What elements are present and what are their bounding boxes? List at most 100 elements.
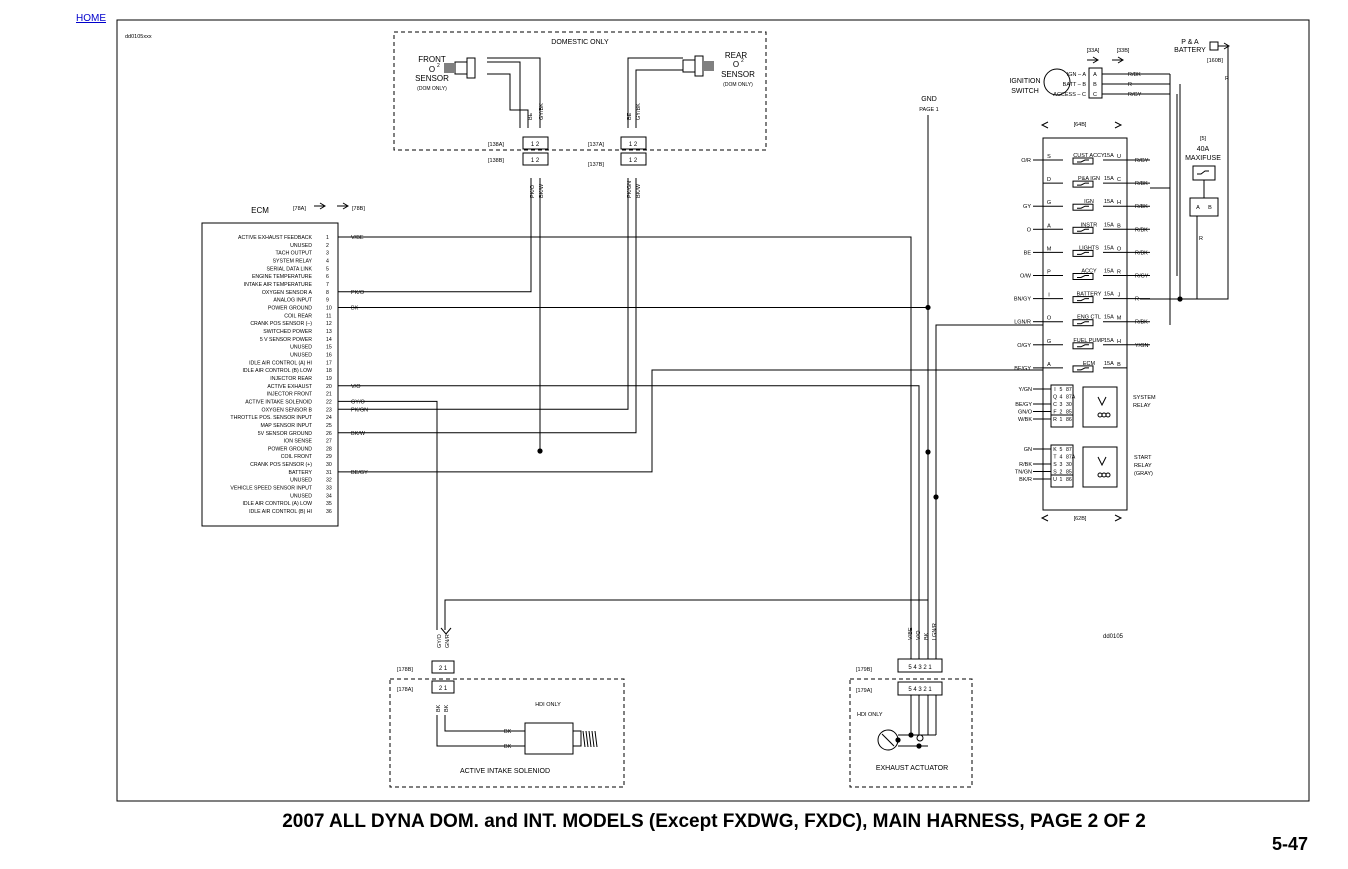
- front-o2-wire-label-4: BK/W: [539, 183, 545, 198]
- system-relay-pin-term: 85: [1066, 410, 1072, 416]
- ignition-row-label: BATT – B: [1063, 82, 1087, 88]
- ecm-pin-number: 1: [326, 235, 329, 241]
- domestic-only-box: [393, 31, 767, 151]
- start-relay-pin-letter: T: [1053, 455, 1057, 461]
- ecm-pin-label: ACTIVE EXHAUST: [267, 384, 313, 390]
- intake-hdi-only: HDI ONLY: [535, 702, 561, 708]
- maxifuse-conn: [5]: [1200, 136, 1207, 142]
- maxifuse-body: [1192, 165, 1216, 181]
- exhaust-wire-label: LGN/R: [932, 623, 938, 640]
- sensor-body: [682, 59, 696, 73]
- ecm-pin-number: 11: [326, 313, 331, 319]
- fuse-left-wire-label: BN/GY: [1014, 297, 1031, 303]
- fuse-right-wire-label: R/BK: [1135, 204, 1148, 210]
- maxifuse-pin-b: B: [1208, 205, 1212, 211]
- ecm-pin-number: 2: [326, 243, 329, 249]
- ecm-pin-label: MAP SENSOR INPUT: [261, 423, 313, 429]
- sensor-probe: [682, 55, 714, 77]
- ecm-pin-label: POWER GROUND: [268, 305, 312, 311]
- system-relay-coil: [1097, 412, 1103, 418]
- ecm-pin-label: BATTERY: [289, 470, 313, 476]
- exhaust-actuator-label: EXHAUST ACTUATOR: [876, 765, 948, 772]
- home-link[interactable]: HOME: [76, 13, 106, 24]
- fuse-right-pin: J: [1118, 293, 1121, 299]
- start-relay-label-3: (GRAY): [1134, 471, 1153, 477]
- ecm-wire-label-p22: GY/O: [351, 399, 365, 405]
- start-relay-wire-label: GN: [1024, 447, 1032, 453]
- ecm-conn-b: [78B]: [352, 206, 365, 212]
- rear-o2-label-1: REAR: [725, 51, 747, 60]
- rear-o2-sup: 2: [741, 58, 744, 64]
- fuse-amp: 15A: [1104, 315, 1114, 321]
- start-relay-coil: [1105, 472, 1111, 478]
- rear-o2-label-2: O: [733, 60, 739, 69]
- ecm-pin-number: 29: [326, 454, 332, 460]
- ecm-pin-label: OXYGEN SENSOR B: [262, 407, 313, 413]
- fuse-amp: 15A: [1104, 176, 1114, 182]
- start-relay-pin-number: 4: [1060, 455, 1063, 461]
- battery-terminal: [1209, 41, 1219, 51]
- ignition-label-2: SWITCH: [1011, 88, 1039, 95]
- ecm-pin-label: CRANK POS SENSOR (–): [250, 321, 312, 327]
- diagram-ref-top: dd0105xxx: [125, 34, 152, 40]
- start-relay-wire-label: TN/GN: [1015, 470, 1032, 476]
- ecm-wire-label-p23: PK/GN: [351, 407, 368, 413]
- ecm-wire-p8: [338, 178, 532, 293]
- ecm-pin-label: OXYGEN SENSOR A: [262, 290, 313, 296]
- ecm-wire-p1: [338, 236, 912, 645]
- ecm-title: ECM: [251, 206, 269, 215]
- fuse-block-box: [1042, 137, 1128, 511]
- ignition-row-label: IGN – A: [1067, 72, 1087, 78]
- system-relay-pin-term: 87A: [1066, 395, 1076, 401]
- ecm-pin-number: 24: [326, 415, 332, 421]
- fuse-left-pin: A: [1047, 223, 1051, 229]
- ecm-pin-label: THROTTLE POS. SENSOR INPUT: [230, 415, 312, 421]
- fuse-element: [1077, 344, 1089, 348]
- fuse-symbol: [1072, 342, 1094, 350]
- system-relay-wire-label: BE/GY: [1015, 402, 1032, 408]
- fuse-right-pin: R: [1117, 270, 1121, 276]
- start-relay-label-2: RELAY: [1134, 463, 1152, 469]
- fuse-right-pin: C: [1117, 177, 1121, 183]
- ecm-wire-label-p20: V/O: [351, 384, 361, 390]
- ecm-pin-label: VEHICLE SPEED SENSOR INPUT: [230, 486, 312, 492]
- splice-dot: [925, 449, 931, 455]
- fuse-right-wire-label: R/BK: [1135, 227, 1148, 233]
- ignition-row-pin: A: [1093, 72, 1097, 78]
- intake-solenoid-neck: [572, 730, 582, 747]
- ecm-wire-p31: [338, 369, 1043, 473]
- fuse-left-wire-label: GY: [1023, 204, 1031, 210]
- ecm-pin-label: ANALOG INPUT: [273, 298, 312, 304]
- front-o2-label-2: O: [429, 65, 435, 74]
- ecm-pin-label: SERIAL DATA LINK: [267, 266, 313, 272]
- intake-conn-a: [178A]: [397, 687, 413, 693]
- rear-o2-pins-b: 1 2: [629, 158, 638, 164]
- fuse-right-wire-label: R: [1135, 297, 1139, 303]
- sensor-probe: [444, 57, 476, 79]
- fuse-left-pin: D: [1047, 177, 1051, 183]
- fuse-left-pin: M: [1047, 246, 1052, 252]
- start-relay-wire-label: BK/R: [1019, 477, 1032, 483]
- front-o2-wire-label-2: GY/BK: [539, 103, 545, 120]
- intake-ground-wire: [444, 599, 928, 630]
- fuse-right-wire-label: Y/GN: [1135, 343, 1148, 349]
- fuse-left-wire-label: BE/GY: [1014, 366, 1031, 372]
- ecm-pin-label: INJECTOR REAR: [270, 376, 312, 382]
- rear-o2-wire-1: [627, 57, 683, 128]
- system-relay-pin-letter: C: [1053, 402, 1057, 408]
- fuse-right-pin: M: [1117, 316, 1122, 322]
- ignition-conn-a: [33A]: [1087, 48, 1100, 54]
- ecm-pin-number: 30: [326, 462, 332, 468]
- start-relay-pin-letter: U: [1053, 477, 1057, 483]
- ignition-row-pin: C: [1093, 92, 1097, 98]
- system-relay-pin-term: 30: [1066, 402, 1072, 408]
- exhaust-wire-label: BK: [924, 632, 930, 640]
- fuse-symbol: [1072, 296, 1094, 304]
- fuse-left-pin: O: [1047, 316, 1052, 322]
- splice-dot: [916, 743, 922, 749]
- system-relay-pin-letter: Q: [1053, 395, 1057, 401]
- start-relay-coil: [1097, 472, 1103, 478]
- fuse-name: CUST ACCY: [1073, 153, 1105, 159]
- fuse-name: ACCY: [1081, 269, 1097, 275]
- fuse-name: FUEL PUMP: [1073, 338, 1105, 344]
